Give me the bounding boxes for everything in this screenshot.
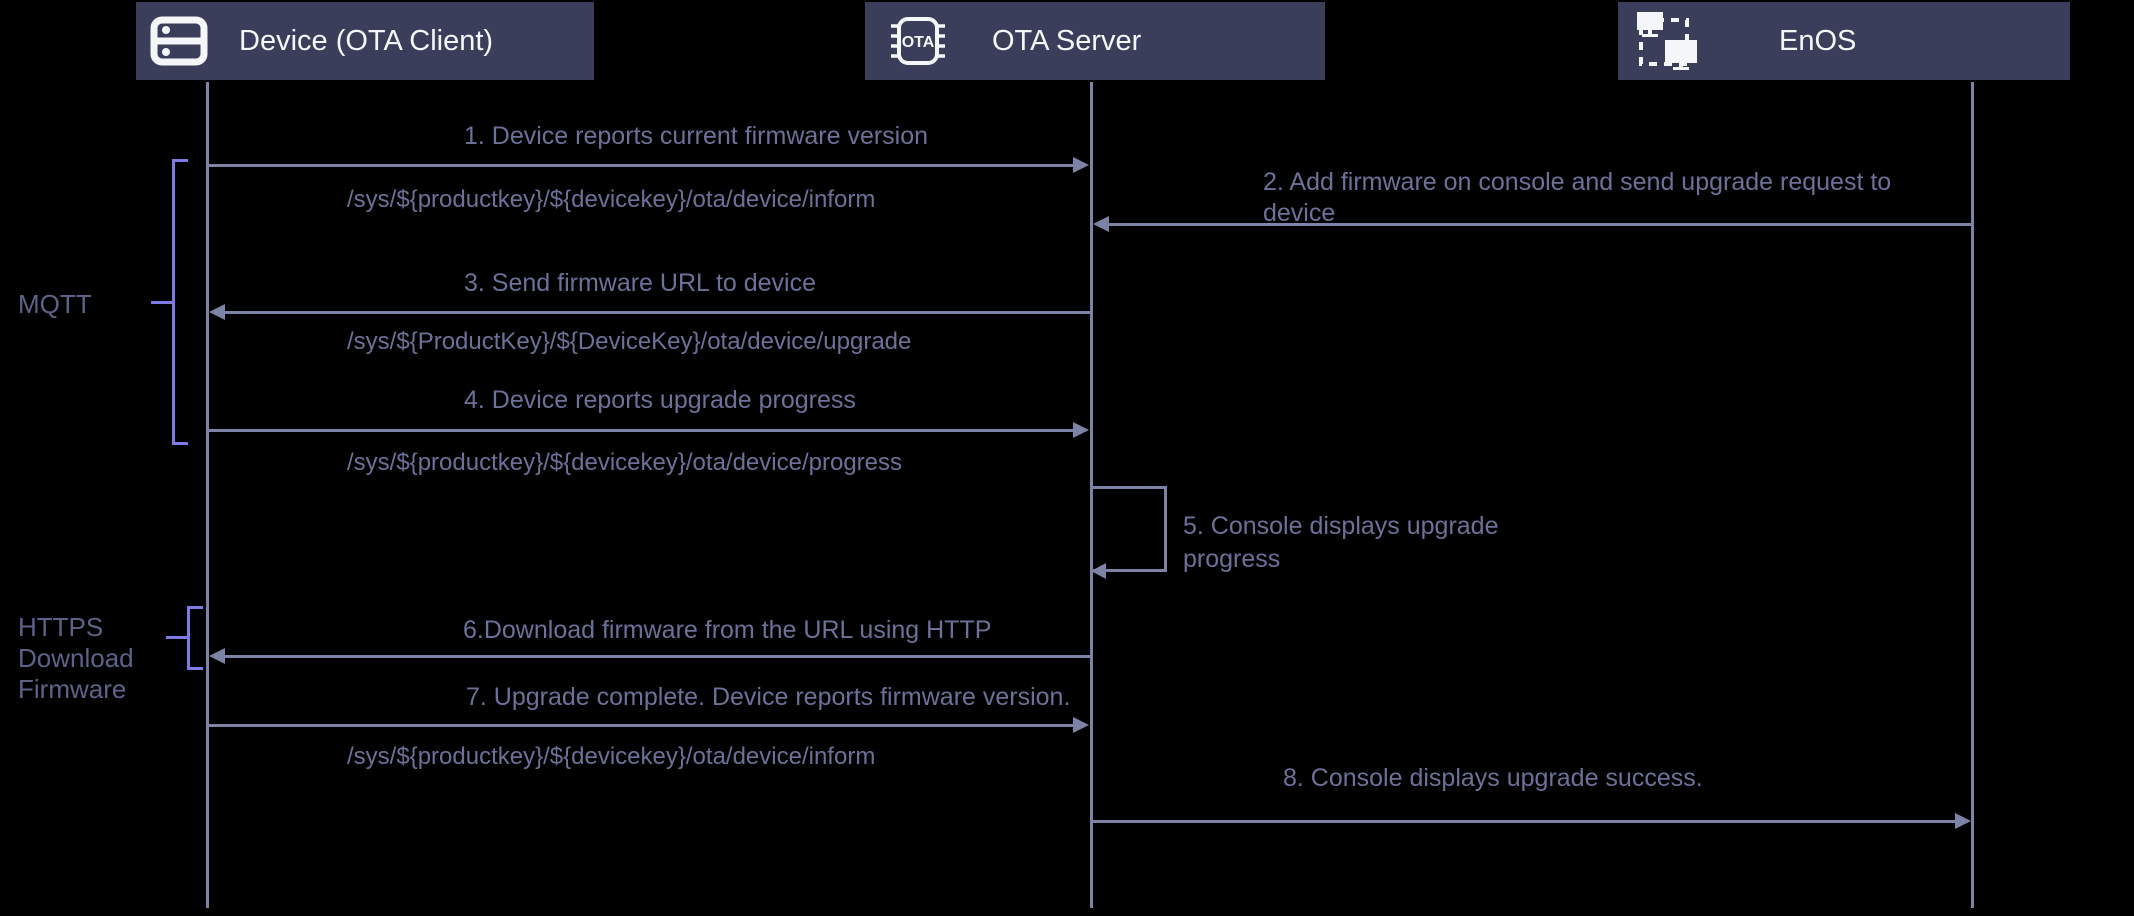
lifeline-device <box>206 82 209 908</box>
message-4-topic: /sys/${productkey}/${devicekey}/ota/devi… <box>347 449 902 476</box>
message-5-selfloop-arrow <box>1091 486 1167 579</box>
message-1-arrow <box>208 157 1089 173</box>
participant-enos: EnOS <box>1618 2 2070 80</box>
message-4-arrow <box>208 422 1089 438</box>
mqtt-bracket-tick <box>151 301 175 304</box>
message-3-topic: /sys/${ProductKey}/${DeviceKey}/ota/devi… <box>347 328 912 355</box>
lifeline-ota-server <box>1090 82 1093 908</box>
message-8-label: 8. Console displays upgrade success. <box>1283 764 1703 792</box>
message-3-label: 3. Send firmware URL to device <box>464 269 817 297</box>
message-6-arrow <box>209 648 1090 664</box>
ota-chip-icon-text: OTA <box>902 34 935 51</box>
message-2-label: 2. Add firmware on console and send upgr… <box>1263 168 1892 227</box>
participant-ota-server-label: OTA Server <box>992 24 1142 57</box>
lifeline-enos <box>1971 82 1974 908</box>
participant-ota-server: OTA OTA Server <box>865 2 1325 80</box>
ota-chip-icon: OTA <box>891 17 945 65</box>
https-bracket-tick <box>166 636 190 639</box>
message-4-label: 4. Device reports upgrade progress <box>464 386 856 414</box>
message-5-label: 5. Console displays upgrade progress <box>1183 512 1499 573</box>
message-6-label: 6.Download firmware from the URL using H… <box>463 616 992 644</box>
message-3-arrow <box>209 304 1090 320</box>
screens-icon <box>1637 12 1697 70</box>
message-1-topic: /sys/${productkey}/${devicekey}/ota/devi… <box>347 186 876 213</box>
participant-device: Device (OTA Client) <box>136 2 594 80</box>
participant-enos-label: EnOS <box>1779 24 1857 57</box>
message-2-arrow <box>1093 216 1971 232</box>
message-7-arrow <box>208 717 1089 733</box>
mqtt-label: MQTT <box>18 289 92 319</box>
message-7-topic: /sys/${productkey}/${devicekey}/ota/devi… <box>347 743 876 770</box>
participant-device-label: Device (OTA Client) <box>239 24 494 57</box>
message-7-label: 7. Upgrade complete. Device reports firm… <box>466 683 1071 711</box>
https-download-label: HTTPS Download Firmware <box>18 612 134 704</box>
message-1-label: 1. Device reports current firmware versi… <box>464 122 929 150</box>
server-icon <box>150 16 208 66</box>
message-8-arrow <box>1092 813 1971 829</box>
